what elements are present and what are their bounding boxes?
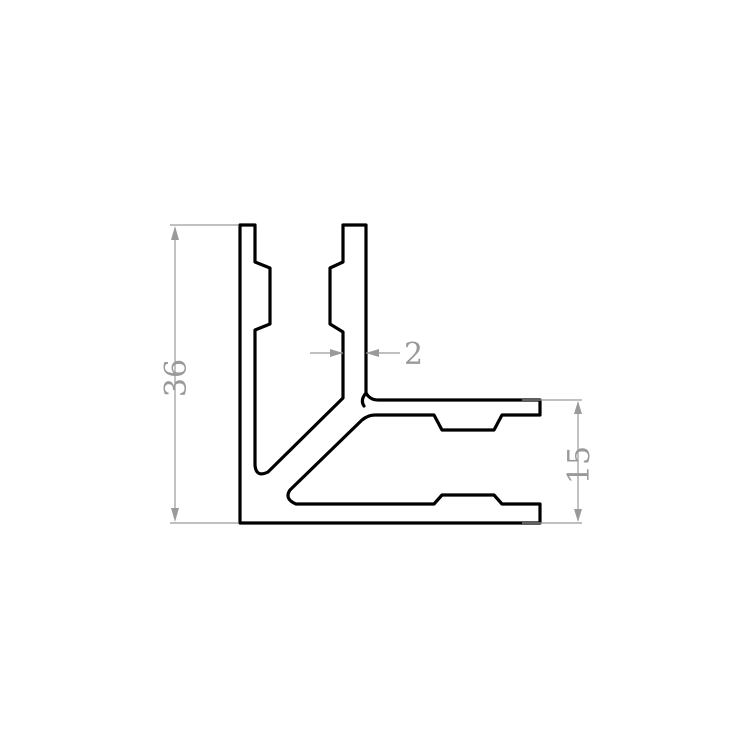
- arrow-thickness-right: [330, 349, 343, 357]
- arrow-slot-down: [574, 509, 582, 522]
- arrow-down: [171, 508, 179, 522]
- height-label: 36: [159, 359, 194, 397]
- inner-corner-notch: [360, 391, 368, 408]
- slot-height-label: 15: [562, 446, 597, 484]
- arrow-thickness-left: [366, 349, 379, 357]
- thickness-label: 2: [404, 337, 423, 372]
- arrow-up: [171, 226, 179, 240]
- arrow-slot-up: [574, 401, 582, 414]
- dimension-height: 36: [159, 224, 238, 524]
- outer-profile-outline: [238, 223, 542, 525]
- dimension-slot-height: 15: [522, 399, 597, 524]
- dimension-wall-thickness: 2: [310, 337, 423, 372]
